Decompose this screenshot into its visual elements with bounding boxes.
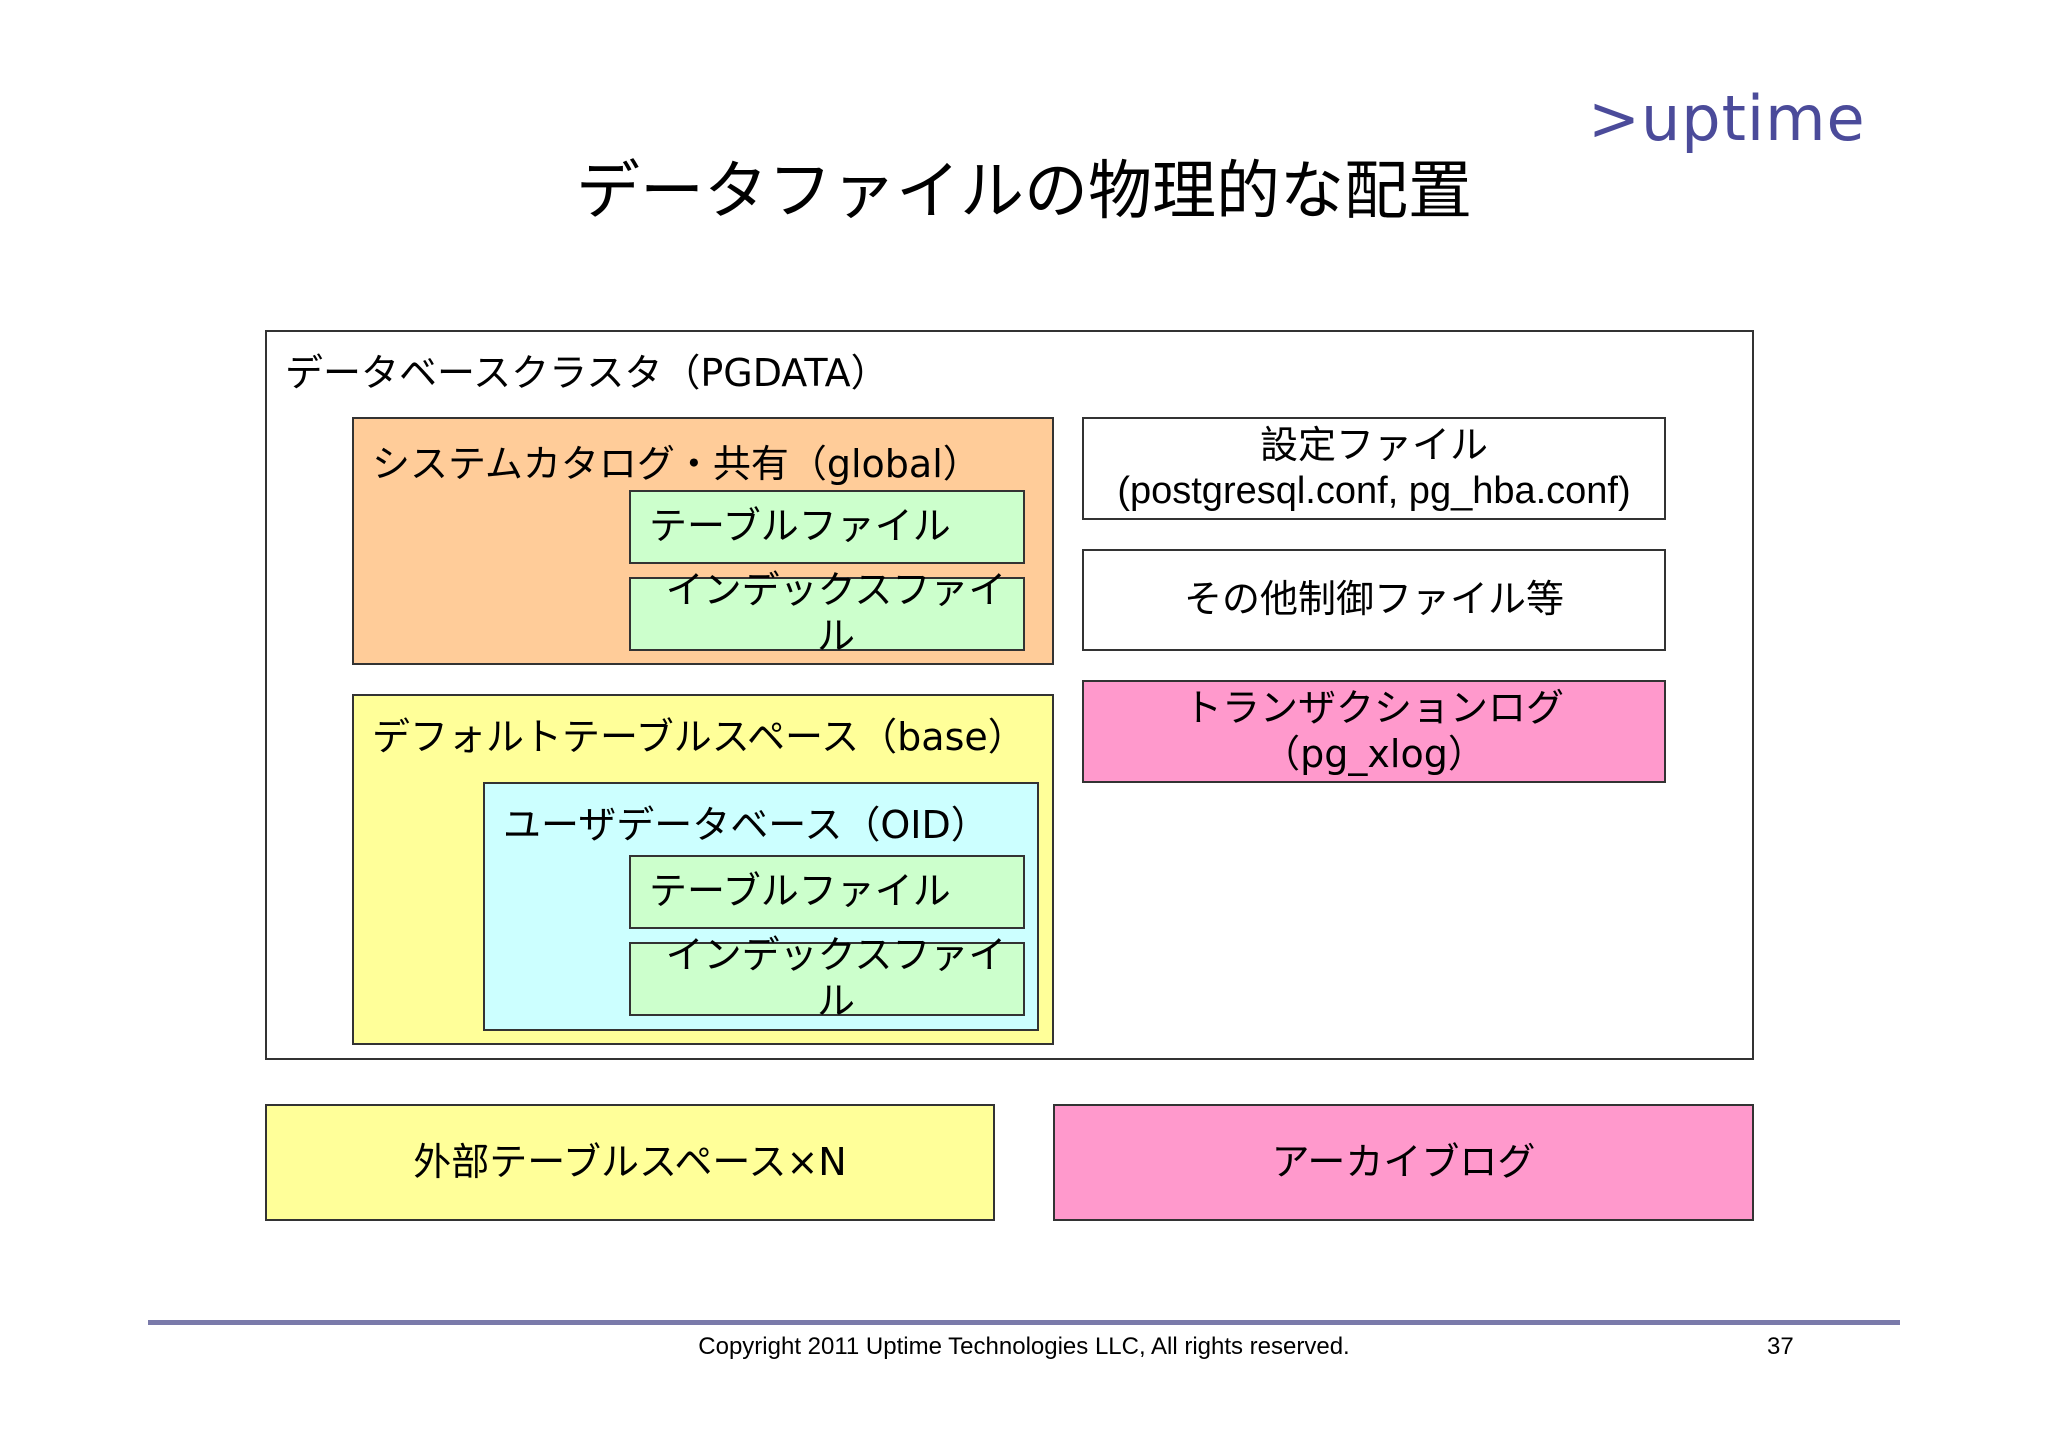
- config-file-label: 設定ファイル: [1259, 422, 1488, 467]
- user-table-file-box: テーブルファイル: [629, 855, 1025, 929]
- other-control-files-label: その他制御ファイル等: [1183, 577, 1564, 622]
- system-table-file-label: テーブルファイル: [649, 504, 951, 549]
- other-control-files-box: その他制御ファイル等: [1082, 549, 1666, 651]
- external-tablespace-box: 外部テーブルスペース×N: [265, 1104, 995, 1221]
- system-catalog-label: システムカタログ・共有（global）: [372, 442, 981, 486]
- page-number: 37: [1767, 1333, 1794, 1360]
- uptime-logo: >uptime: [1588, 82, 1866, 155]
- default-tablespace-label: デフォルトテーブルスペース（base）: [372, 715, 1026, 759]
- user-index-file-label: インデックスファイル: [665, 933, 1007, 1023]
- archive-log-label: アーカイブログ: [1271, 1139, 1536, 1184]
- copyright-text: Copyright 2011 Uptime Technologies LLC, …: [698, 1333, 1350, 1360]
- archive-log-box: アーカイブログ: [1053, 1104, 1754, 1221]
- slide-title: データファイルの物理的な配置: [576, 155, 1472, 229]
- system-index-file-box: インデックスファイル: [629, 568, 1025, 658]
- footer-rule: [148, 1320, 1900, 1325]
- external-tablespace-label: 外部テーブルスペース×N: [413, 1139, 847, 1184]
- database-cluster-label: データベースクラスタ（PGDATA）: [285, 351, 889, 395]
- user-database-label: ユーザデータベース（OID）: [503, 803, 989, 847]
- system-index-file-label: インデックスファイル: [665, 568, 1007, 658]
- config-file-box: 設定ファイル (postgresql.conf, pg_hba.conf): [1082, 417, 1666, 520]
- system-table-file-box: テーブルファイル: [629, 490, 1025, 564]
- transaction-log-label: トランザクションログ（pg_xlog）: [1183, 685, 1564, 776]
- user-table-file-label: テーブルファイル: [649, 869, 951, 914]
- config-file-names: (postgresql.conf, pg_hba.conf): [1117, 469, 1631, 512]
- user-index-file-box: インデックスファイル: [629, 933, 1025, 1023]
- transaction-log-box: トランザクションログ（pg_xlog）: [1082, 680, 1666, 783]
